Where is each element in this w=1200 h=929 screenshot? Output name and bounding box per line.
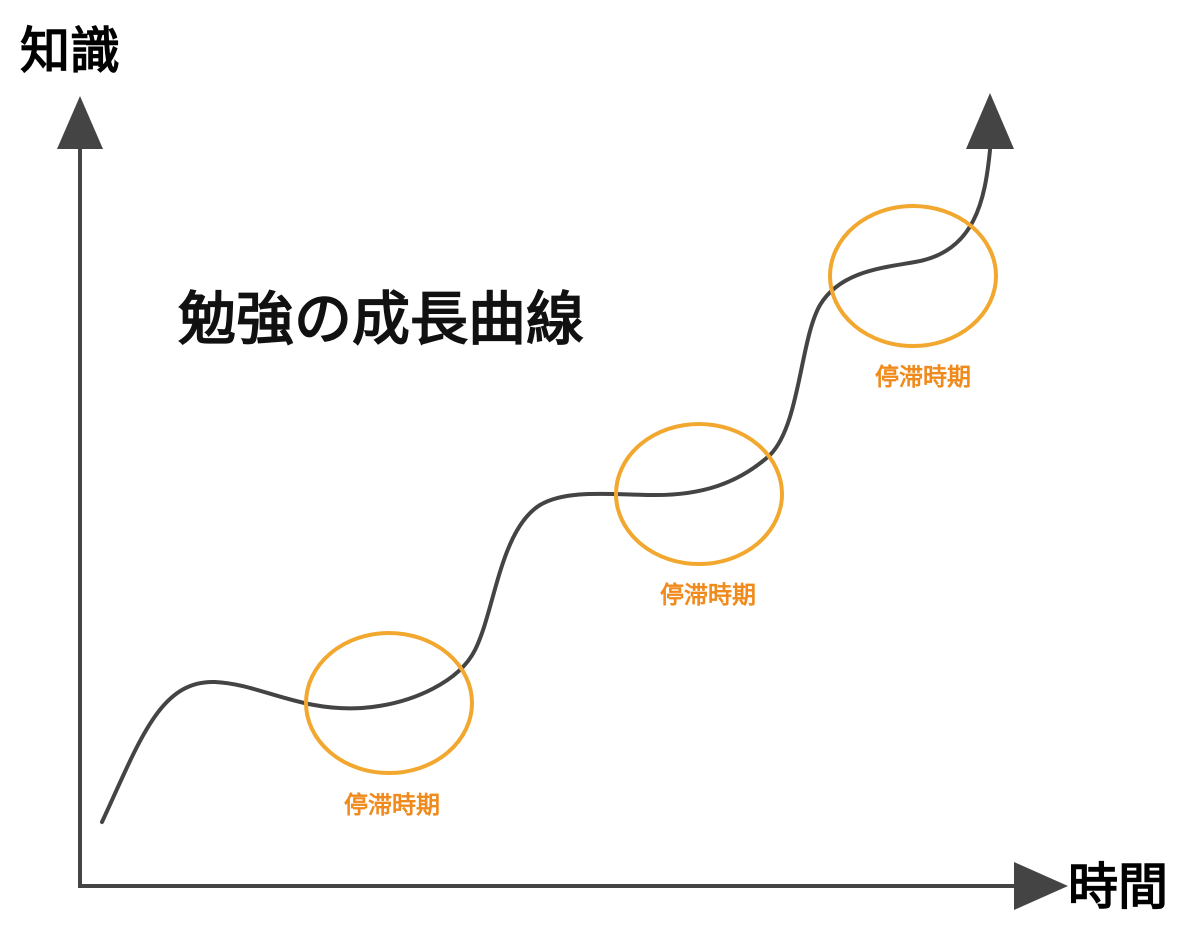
- plateau-circle-3: [828, 204, 998, 348]
- plateau-circle-2: [614, 422, 784, 566]
- x-axis-label: 時間: [1068, 858, 1168, 916]
- y-axis-label: 知識: [20, 22, 120, 80]
- diagram-title: 勉強の成長曲線: [178, 285, 585, 353]
- x-axis-arrowhead: [1014, 862, 1068, 910]
- growth-curve: [100, 148, 992, 824]
- plateau-label-3: 停滞時期: [875, 363, 971, 391]
- plateau-circle-1: [304, 631, 474, 775]
- y-axis-arrowhead: [57, 96, 103, 149]
- plateau-label-2: 停滞時期: [660, 581, 756, 609]
- plateau-label-1: 停滞時期: [344, 791, 440, 819]
- growth-curve-arrowhead: [966, 93, 1014, 149]
